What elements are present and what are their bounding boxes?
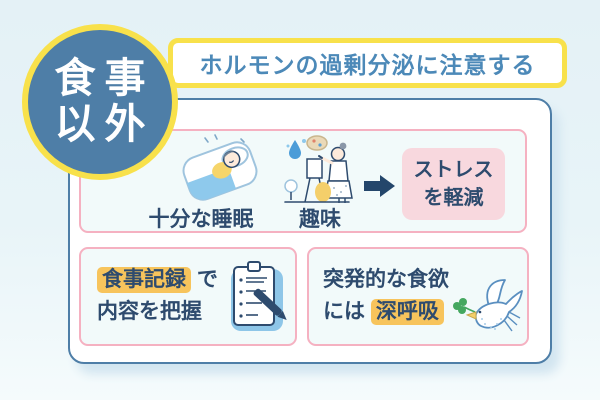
dove-clover-icon (453, 279, 523, 332)
sleep-caption: 十分な睡眠 (148, 208, 254, 231)
record-text: 食事記録 で 内容を把握 (97, 264, 218, 328)
painting-hobby-icon (284, 135, 353, 203)
record-highlight: 食事記録 (97, 267, 191, 293)
badge-line2: 以外 (54, 101, 155, 147)
stress-result-line1: ストレス (413, 159, 494, 181)
stress-result-box: ストレス を軽減 (402, 148, 505, 220)
sleeping-person-icon (182, 134, 258, 201)
breath-prefix: には (323, 299, 365, 323)
breath-card: 突発的な食欲 には 深呼吸 (307, 247, 529, 346)
breath-line1: 突発的な食欲 (323, 268, 449, 291)
badge-line1: 食事 (54, 55, 155, 102)
record-line2: 内容を把握 (97, 299, 202, 323)
breath-highlight: 深呼吸 (370, 298, 444, 325)
clipboard-pen-icon (231, 261, 287, 331)
breath-text: 突発的な食欲 には 深呼吸 (323, 264, 449, 328)
hobby-caption: 趣味 (299, 208, 341, 231)
page-title: ホルモンの過剰分泌に注意する (199, 52, 536, 78)
header: ホルモンの過剰分泌に注意する (168, 38, 567, 88)
topic-badge: 食事 以外 (22, 24, 178, 180)
record-card: 食事記録 で 内容を把握 (79, 247, 297, 346)
record-suffix: で (196, 268, 218, 291)
stress-result-line2: を軽減 (423, 187, 484, 209)
right-arrow-icon (364, 174, 396, 198)
